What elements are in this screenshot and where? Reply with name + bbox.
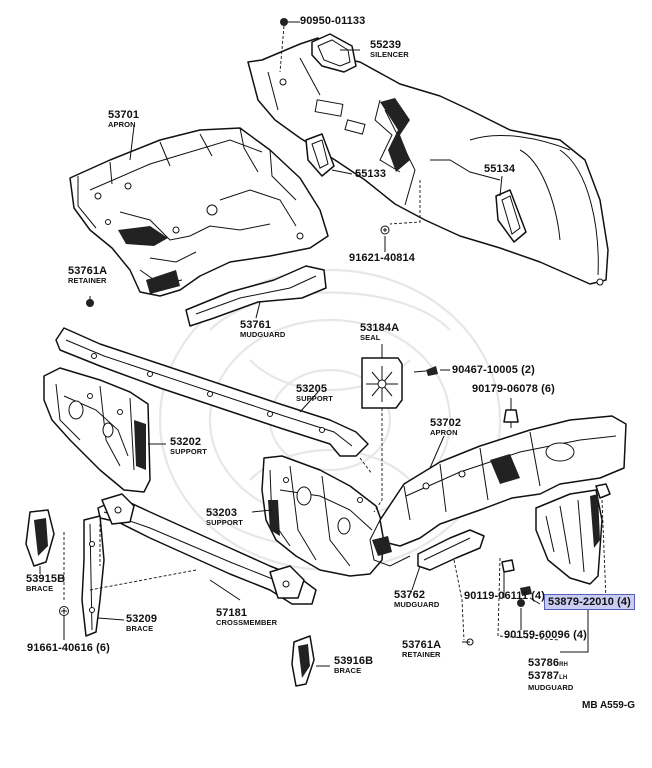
label-90467-10005: 90467-10005 (2) xyxy=(452,364,535,376)
label-91621-40814: 91621-40814 xyxy=(349,252,415,264)
label-55134: 55134 xyxy=(484,163,516,175)
retainer-53761A-top xyxy=(86,299,94,307)
label-91661-40616: 91661-40616 (6) xyxy=(27,642,110,654)
diagram-code: MB A559-G xyxy=(582,700,635,711)
apron-53702 xyxy=(369,415,627,567)
leader-lines xyxy=(39,21,589,667)
crossmember-57181 xyxy=(97,493,317,605)
label-53879-22010[interactable]: 53879-22010 (4) xyxy=(544,594,635,610)
rh-mark: RH xyxy=(559,662,568,668)
support-53203-right xyxy=(261,455,385,577)
lh-mark: LH xyxy=(559,675,568,681)
label-90159-60096: 90159-60096 (4) xyxy=(504,629,587,641)
seal-53184A xyxy=(361,357,403,409)
bolts-90467-90179 xyxy=(413,366,519,428)
pad-55133 xyxy=(305,133,335,177)
mudguard-53761 xyxy=(185,265,327,327)
fasteners-top xyxy=(280,18,390,235)
brace-53915B xyxy=(25,509,55,567)
label-90950-01133: 90950-01133 xyxy=(300,15,366,27)
highlighted-part-number[interactable]: 53879-22010 (4) xyxy=(544,594,635,610)
bolt-91661 xyxy=(59,606,69,616)
fasteners-right xyxy=(466,559,532,646)
mudguard-53786-53787 xyxy=(535,483,611,585)
label-53786-rh: 53786RH xyxy=(528,657,568,669)
label-90179-06078: 90179-06078 (6) xyxy=(472,383,555,395)
label-55133: 55133 xyxy=(355,168,387,180)
support-53202-left xyxy=(43,367,151,493)
pad-55134 xyxy=(495,189,527,243)
brace-53916B xyxy=(291,635,315,687)
dashed-guides xyxy=(63,25,607,641)
mudguard-53762 xyxy=(417,529,485,571)
silencer-55239 xyxy=(311,33,357,73)
brace-53209 xyxy=(81,515,105,637)
label-90119-06111: 90119-06111 (4) xyxy=(464,590,546,602)
support-53205-upper xyxy=(55,327,369,457)
apron-53701 xyxy=(69,127,329,297)
